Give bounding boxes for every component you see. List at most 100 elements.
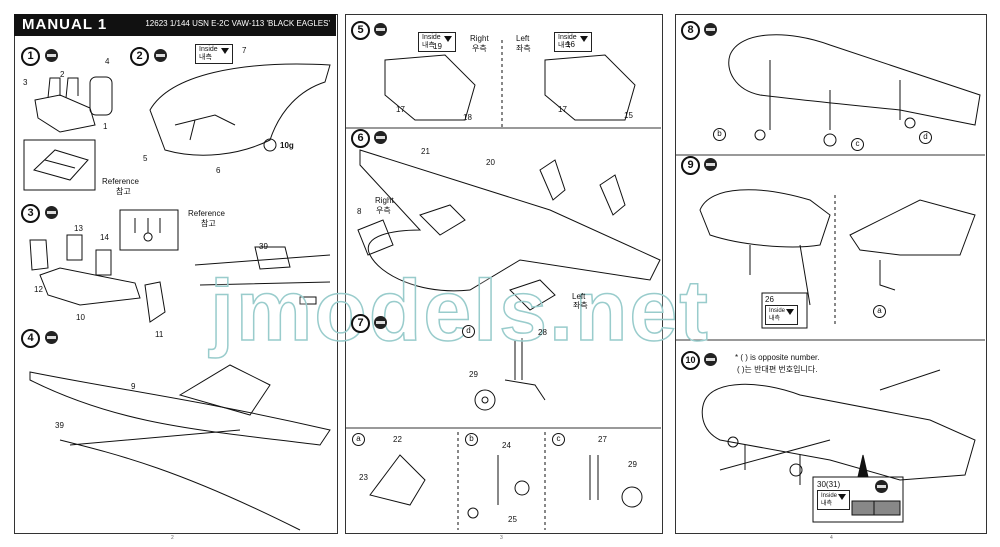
glue-icon <box>704 158 717 171</box>
part-number: 24 <box>502 441 511 450</box>
kit-title: 12623 1/144 USN E-2C VAW-113 'BLACK EAGL… <box>145 19 330 28</box>
right-label: Right <box>470 34 489 43</box>
inside-label-kr: 내측 <box>422 42 435 49</box>
right-label-kr: 우측 <box>472 44 487 53</box>
inside-label-kr: 내측 <box>199 54 212 61</box>
part-number: 16 <box>566 40 575 49</box>
part-number: 5 <box>143 154 148 163</box>
inside-note: Inside 내측 <box>765 305 799 325</box>
part-number: 10 <box>76 313 85 322</box>
step-10-marker: 10 <box>681 351 700 370</box>
part-number: 1 <box>103 122 108 131</box>
callout-d: d <box>919 131 932 144</box>
part-number: 14 <box>100 233 109 242</box>
left-label-kr: 좌측 <box>573 301 588 310</box>
step-3-marker: 3 <box>21 204 40 223</box>
glue-icon <box>374 316 387 329</box>
left-label: Left <box>572 292 586 301</box>
callout-b: b <box>465 433 478 446</box>
step-1-marker: 1 <box>21 47 40 66</box>
glue-icon <box>704 23 717 36</box>
part-number: 27 <box>598 435 607 444</box>
part-number: 29 <box>628 460 637 469</box>
glue-icon <box>374 23 387 36</box>
part-number: 25 <box>508 515 517 524</box>
step-9-marker: 9 <box>681 156 700 175</box>
inside-label: Inside <box>422 34 441 41</box>
step-6-marker: 6 <box>351 129 370 148</box>
part-number: 11 <box>155 330 164 339</box>
part-number: 6 <box>216 166 221 175</box>
page-2 <box>14 14 338 534</box>
glue-icon <box>45 49 58 62</box>
left-label-kr: 좌측 <box>516 44 531 53</box>
part-number: 21 <box>421 147 430 156</box>
inside-label: Inside <box>199 46 218 53</box>
manual-title: MANUAL 1 <box>22 16 108 33</box>
part-number: 39 <box>55 421 64 430</box>
callout-a: a <box>352 433 365 446</box>
inside-label: Inside <box>558 34 577 41</box>
part-number: 19 <box>433 42 442 51</box>
opposite-number-note-kr: ( )는 반대편 번호입니다. <box>737 365 818 374</box>
step-8-marker: 8 <box>681 21 700 40</box>
reference-label: Reference <box>102 177 139 186</box>
part-number: 23 <box>359 473 368 482</box>
page-number: 3 <box>500 535 503 541</box>
inside-label: Inside <box>821 493 838 499</box>
callout-c: c <box>552 433 565 446</box>
right-label-kr: 우측 <box>376 206 391 215</box>
glue-icon <box>875 480 888 493</box>
part-number: 29 <box>469 370 478 379</box>
manual-header: MANUAL 1 12623 1/144 USN E-2C VAW-113 'B… <box>14 14 336 36</box>
callout-d: d <box>462 325 475 338</box>
callout-a: a <box>873 305 886 318</box>
step-5-marker: 5 <box>351 21 370 40</box>
part-number: 13 <box>74 224 83 233</box>
left-label: Left <box>516 34 530 43</box>
inside-label-kr: 내측 <box>821 501 833 507</box>
callout-c: c <box>851 138 864 151</box>
part-number: 2 <box>60 70 65 79</box>
right-label: Right <box>375 196 394 205</box>
part-number: 4 <box>105 57 110 66</box>
page-number: 4 <box>830 535 833 541</box>
glue-icon <box>374 131 387 144</box>
glue-icon <box>154 49 167 62</box>
page-4 <box>675 14 987 534</box>
reference-label: Reference <box>188 209 225 218</box>
part-number: 15 <box>624 111 633 120</box>
step-2-marker: 2 <box>130 47 149 66</box>
part-number: 26 <box>765 295 774 304</box>
part-number: 17 <box>558 105 567 114</box>
opposite-number-note: * ( ) is opposite number. <box>735 353 820 362</box>
inside-note: Inside 내측 <box>817 490 851 510</box>
reference-label-kr: 참고 <box>201 219 216 228</box>
glue-icon <box>45 206 58 219</box>
inside-label-kr: 내측 <box>769 316 781 322</box>
step-7-marker: 7 <box>351 314 370 333</box>
part-number: 28 <box>538 328 547 337</box>
part-number: 18 <box>463 113 472 122</box>
glue-icon <box>704 353 717 366</box>
reference-label-kr: 참고 <box>116 187 131 196</box>
callout-b: b <box>713 128 726 141</box>
inside-label-kr: 내측 <box>558 42 571 49</box>
part-number: 7 <box>242 46 247 55</box>
glue-icon <box>45 331 58 344</box>
part-number: 8 <box>357 207 362 216</box>
part-number: 39 <box>259 242 268 251</box>
inside-label: Inside <box>769 308 786 314</box>
part-number: 9 <box>131 382 136 391</box>
part-number: 30(31) <box>817 480 841 489</box>
part-number: 22 <box>393 435 402 444</box>
part-number: 17 <box>396 105 405 114</box>
part-number: 20 <box>486 158 495 167</box>
part-number: 3 <box>23 78 28 87</box>
step-4-marker: 4 <box>21 329 40 348</box>
weight-label: 10g <box>280 141 294 150</box>
